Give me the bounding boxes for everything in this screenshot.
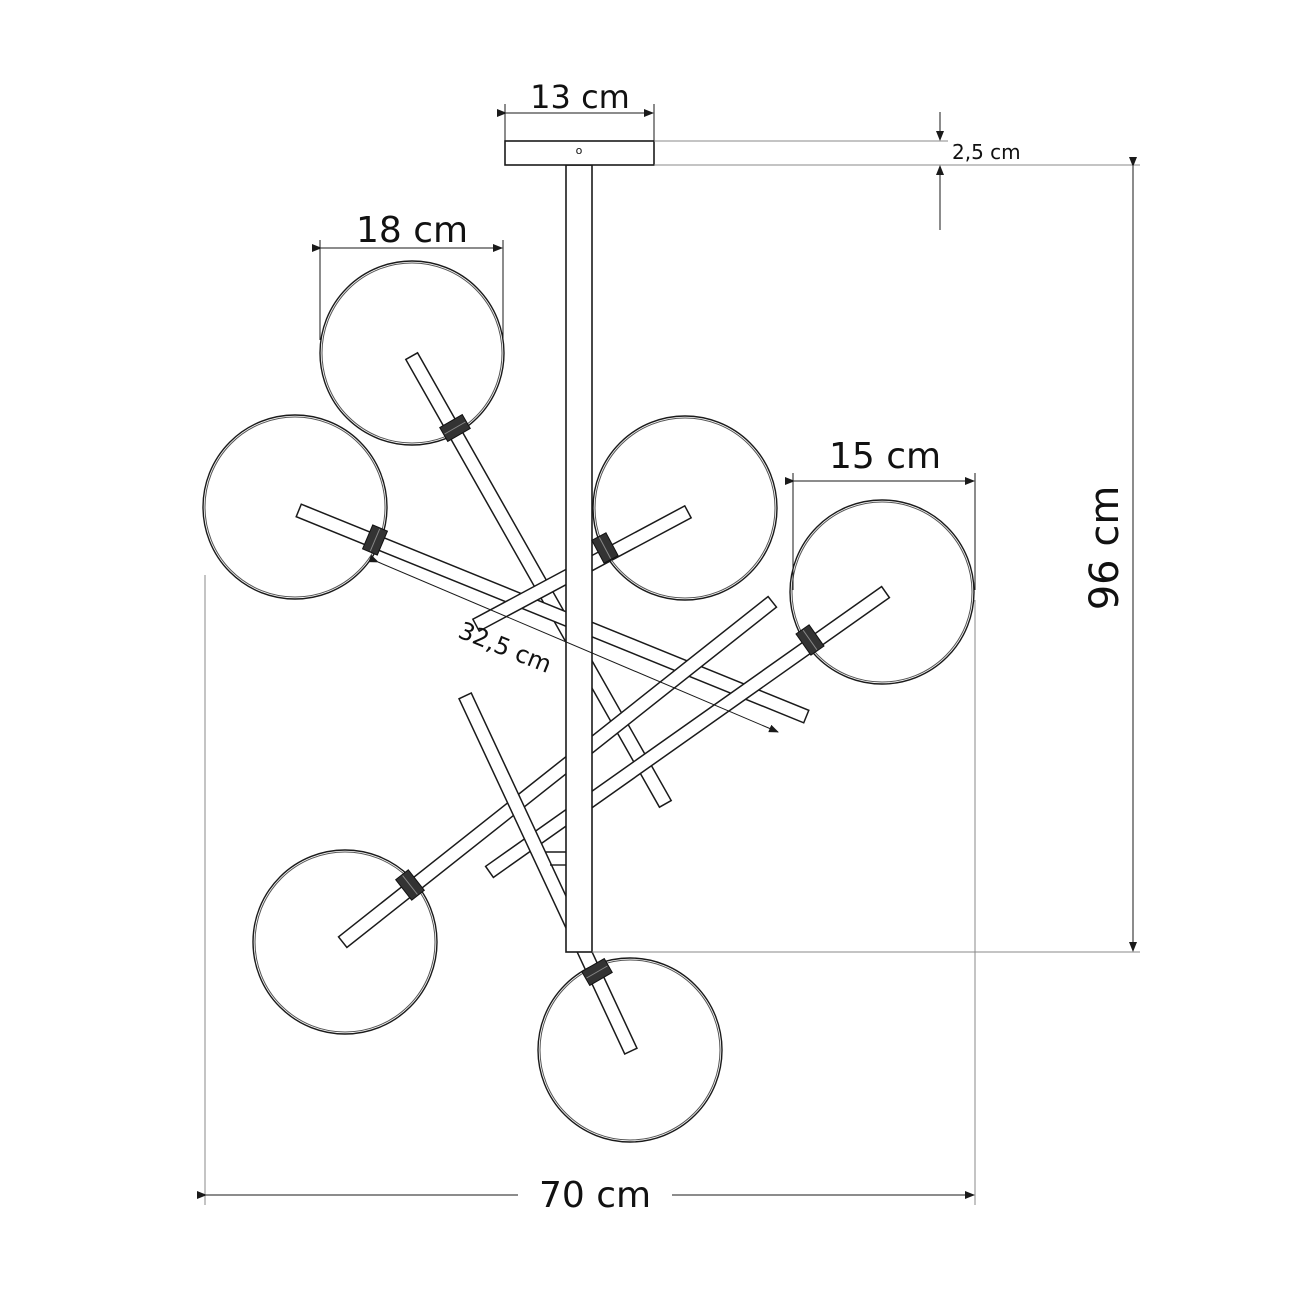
- glass-globe: [789, 499, 975, 685]
- central-stem: [565, 164, 593, 953]
- glass-globe: [537, 957, 723, 1143]
- socket: [581, 957, 613, 987]
- canopy-width-label: 13 cm: [530, 78, 630, 116]
- large-globe-label: 18 cm: [356, 210, 468, 251]
- glass-globe: [252, 849, 438, 1035]
- socket: [795, 624, 825, 656]
- small-globe-label: 15 cm: [829, 436, 941, 477]
- canopy-height-label: 2,5 cm: [952, 140, 1021, 164]
- canopy-mark: o: [576, 144, 583, 157]
- glass-globe: [319, 260, 505, 446]
- total-height-label: 96 cm: [1082, 486, 1128, 611]
- stem-bracket: [545, 851, 566, 866]
- socket: [439, 413, 471, 443]
- total-width-label: 70 cm: [539, 1175, 651, 1216]
- arm-length-label: 32,5 cm: [454, 616, 555, 679]
- glass-globe: [202, 414, 388, 600]
- socket: [394, 869, 426, 901]
- canopy: [504, 140, 655, 166]
- dimension-lines: [197, 104, 1140, 1205]
- arm-rod: [458, 692, 638, 1055]
- socket: [361, 524, 389, 556]
